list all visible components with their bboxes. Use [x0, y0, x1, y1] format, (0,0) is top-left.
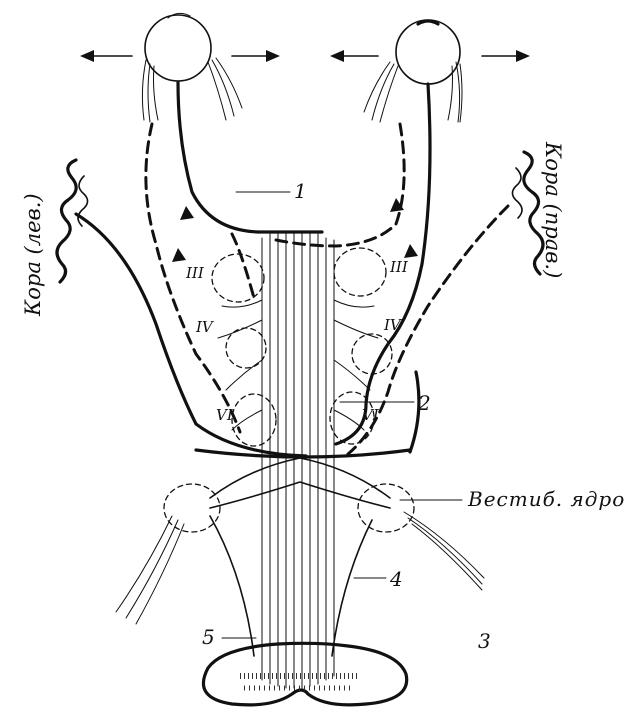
vestibular-nerve-right — [404, 512, 484, 590]
central-bundle — [262, 232, 334, 688]
label-2: 2 — [417, 391, 431, 415]
left-eyeball — [145, 13, 211, 81]
left-eye-arrow-right — [232, 50, 280, 62]
right-eye-arrow-right — [482, 50, 530, 62]
left-eye-arrow-left — [80, 50, 132, 62]
label-nucleus-IV-right: IV — [383, 316, 403, 334]
label-leaders — [222, 192, 462, 638]
label-nucleus-III-right: III — [389, 258, 409, 276]
solid-pathways — [76, 82, 430, 457]
vestibular-nuclei — [164, 484, 414, 532]
spinal-descending — [210, 516, 372, 656]
label-vestibular-nucleus: Вестиб. ядро — [467, 487, 625, 511]
right-eye-arrow-left — [330, 50, 378, 62]
dashed-pathways — [146, 124, 508, 454]
cortex-left-outline — [57, 160, 88, 282]
label-nucleus-VI-left: VI — [216, 406, 234, 424]
label-5: 5 — [202, 625, 215, 649]
label-3: 3 — [478, 629, 491, 653]
cortex-right-outline — [512, 152, 543, 274]
right-eye-muscles — [364, 62, 462, 122]
label-cortex-right: Кора (прав.) — [541, 141, 565, 278]
label-cortex-left: Кора (лев.) — [21, 193, 45, 317]
vestibular-nerve-left — [116, 516, 184, 624]
spinal-cord-section — [203, 643, 406, 705]
label-4: 4 — [389, 567, 403, 591]
left-eye-muscles — [142, 58, 242, 122]
label-nucleus-IV-left: IV — [195, 318, 215, 336]
nuclei-right — [330, 248, 392, 444]
label-nucleus-III-left: III — [185, 264, 205, 282]
label-1: 1 — [294, 179, 307, 203]
right-eyeball — [396, 20, 460, 84]
label-nucleus-VI-right: VI — [362, 406, 380, 424]
tract-arrows — [172, 198, 418, 262]
